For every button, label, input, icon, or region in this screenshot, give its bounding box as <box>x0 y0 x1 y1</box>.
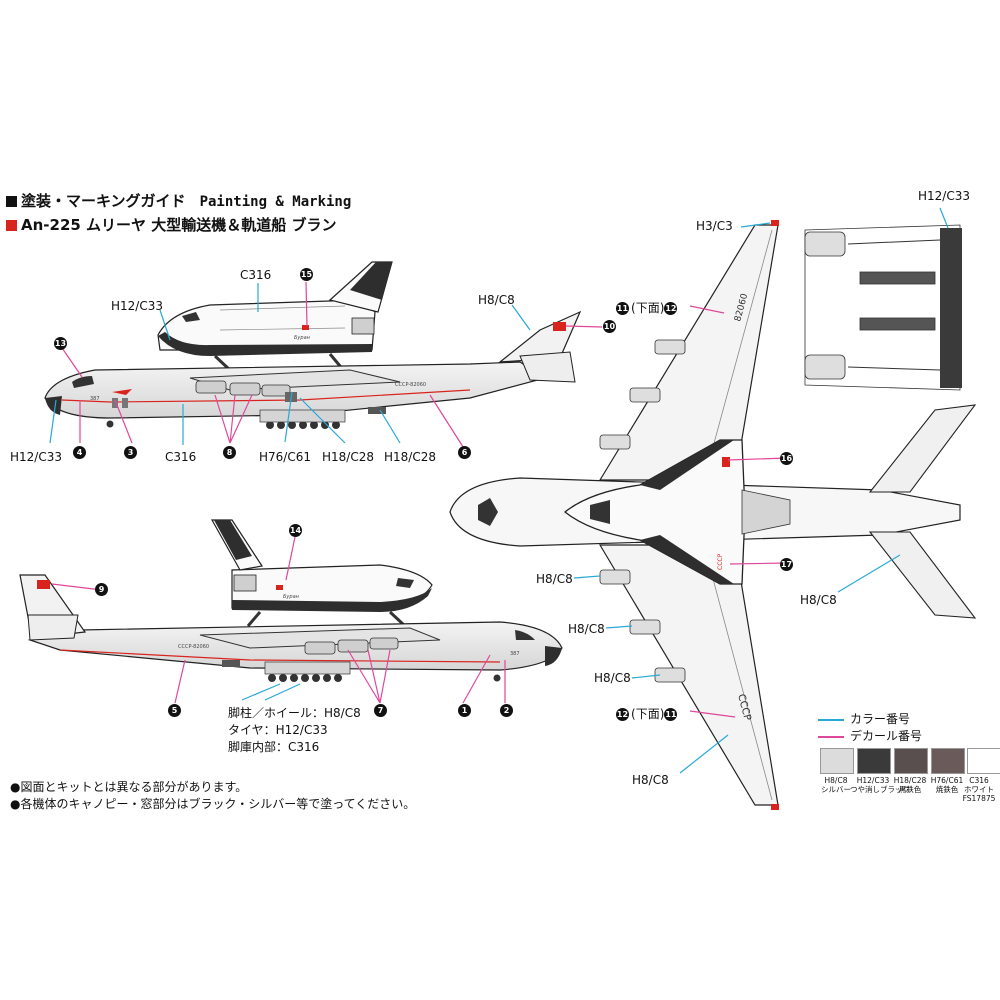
swatch-burnt-iron <box>931 748 965 774</box>
label-top-h18-a: H18/C28 <box>322 450 374 464</box>
label-top-h76: H76/C61 <box>259 450 311 464</box>
header-title-jp: 塗装・マーキングガイド <box>21 192 186 210</box>
swatch-black <box>857 748 891 774</box>
badge-16: 16 <box>780 452 793 465</box>
badge-15: 15 <box>300 268 313 281</box>
swatch-code-2: H18/C28 <box>893 776 927 785</box>
black-square-icon <box>6 196 17 207</box>
badge-2: 2 <box>500 704 513 717</box>
swatch-name-0: シルバー <box>821 785 851 794</box>
label-plan-h3: H3/C3 <box>696 219 733 233</box>
side-view-top <box>44 261 582 429</box>
swatch-code-3: H76/C61 <box>930 776 964 785</box>
swatch-silver <box>820 748 854 774</box>
badge-8: 8 <box>223 446 236 459</box>
note-1: ●図面とキットとは異なる部分があります。 <box>10 780 248 794</box>
badge-5: 5 <box>168 704 181 717</box>
header-line-1: 塗装・マーキングガイド Painting & Marking <box>6 190 351 211</box>
badge-12-a: 12 <box>664 302 678 315</box>
legend-decal-number: デカール番号 <box>818 727 922 744</box>
side-view-bottom <box>19 519 563 682</box>
label-plan-h8-b: H8/C8 <box>568 622 605 636</box>
swatch-name-3: 焼鉄色 <box>935 785 959 794</box>
label-plan-h8-c: H8/C8 <box>594 671 631 685</box>
buran-shuttle-top <box>157 261 393 356</box>
header-subtitle: An-225 ムリーヤ 大型輸送機＆軌道船 ブラン <box>21 216 337 234</box>
badge-3: 3 <box>124 446 137 459</box>
label-top-h12: H12/C33 <box>111 299 163 313</box>
color-line-icon <box>818 718 844 721</box>
label-shita-men-bottom: 下面 <box>635 707 660 721</box>
swatch-name-2: 黒鉄色 <box>898 785 922 794</box>
legend-color-number: カラー番号 <box>818 710 910 727</box>
badge-12-b: 12 <box>616 708 629 721</box>
legend-decal-text: デカール番号 <box>850 729 923 743</box>
decal-leader-lines <box>51 281 788 718</box>
buran-text-top: Буран <box>294 335 311 341</box>
swatch-name-1: つや消しブラック <box>850 785 910 794</box>
label-plan-h8-a: H8/C8 <box>536 572 573 586</box>
gear-bay-note: 脚庫内部：C316 <box>228 740 320 754</box>
badge-17: 17 <box>780 558 793 571</box>
engine-detail <box>804 224 962 391</box>
red-square-icon <box>6 220 17 231</box>
badge-10: 10 <box>603 320 616 333</box>
nose-num-top: 387 <box>90 396 100 402</box>
badge-7: 7 <box>374 704 387 717</box>
label-top-h18-b: H18/C28 <box>384 450 436 464</box>
badge-1: 1 <box>458 704 471 717</box>
swatch-white <box>967 748 1000 774</box>
legend-color-text: カラー番号 <box>850 712 911 726</box>
label-shita-men-top: 下面 <box>635 301 660 315</box>
reg-bottom: CCCP-82060 <box>178 644 209 650</box>
badge-6: 6 <box>458 446 471 459</box>
badge-4: 4 <box>73 446 86 459</box>
reg-top: CCCP-82060 <box>395 382 426 388</box>
gear-tire-note: タイヤ：H12/C33 <box>228 723 328 737</box>
label-top-h8-tail: H8/C8 <box>478 293 515 307</box>
note-2: ●各機体のキャノピー・窓部分はブラック・シルバー等で塗ってください。 <box>10 797 416 811</box>
swatch-iron-black <box>894 748 928 774</box>
color-leader-lines <box>49 207 949 774</box>
decal-line-icon <box>818 735 844 738</box>
label-top-c316-belly: C316 <box>165 450 197 464</box>
swatch-code-4: C316 <box>969 776 989 785</box>
label-top-c316: C316 <box>240 268 272 282</box>
buran-shuttle-bottom <box>210 519 433 612</box>
swatch-name-4: ホワイト <box>964 785 994 794</box>
label-plan-11-12: 11(下面)12 <box>616 301 678 315</box>
label-plan-h12-engine: H12/C33 <box>918 189 970 203</box>
label-plan-h8-tail: H8/C8 <box>800 593 837 607</box>
gear-strut-note: 脚柱／ホイール：H8/C8 <box>228 706 361 720</box>
fs-code: FS17875 <box>962 794 996 803</box>
badge-13: 13 <box>54 337 67 350</box>
plan-view <box>449 220 977 810</box>
badge-11-b: 11 <box>664 708 678 721</box>
label-plan-h8-wingtip: H8/C8 <box>632 773 669 787</box>
buran-text-bottom: Буран <box>283 594 300 600</box>
swatch-code-0: H8/C8 <box>824 776 848 785</box>
header-title-en: Painting & Marking <box>199 194 352 210</box>
header-line-2: An-225 ムリーヤ 大型輸送機＆軌道船 ブラン <box>6 214 337 235</box>
plan-cccp-shuttle: CCCP <box>717 553 724 570</box>
badge-14: 14 <box>289 524 302 537</box>
nose-num-bottom: 387 <box>510 651 520 657</box>
badge-11-a: 11 <box>616 302 629 315</box>
swatch-code-1: H12/C33 <box>856 776 890 785</box>
badge-9: 9 <box>95 583 108 596</box>
label-top-h12-nose: H12/C33 <box>10 450 62 464</box>
label-plan-12-11: 12(下面)11 <box>616 707 678 721</box>
